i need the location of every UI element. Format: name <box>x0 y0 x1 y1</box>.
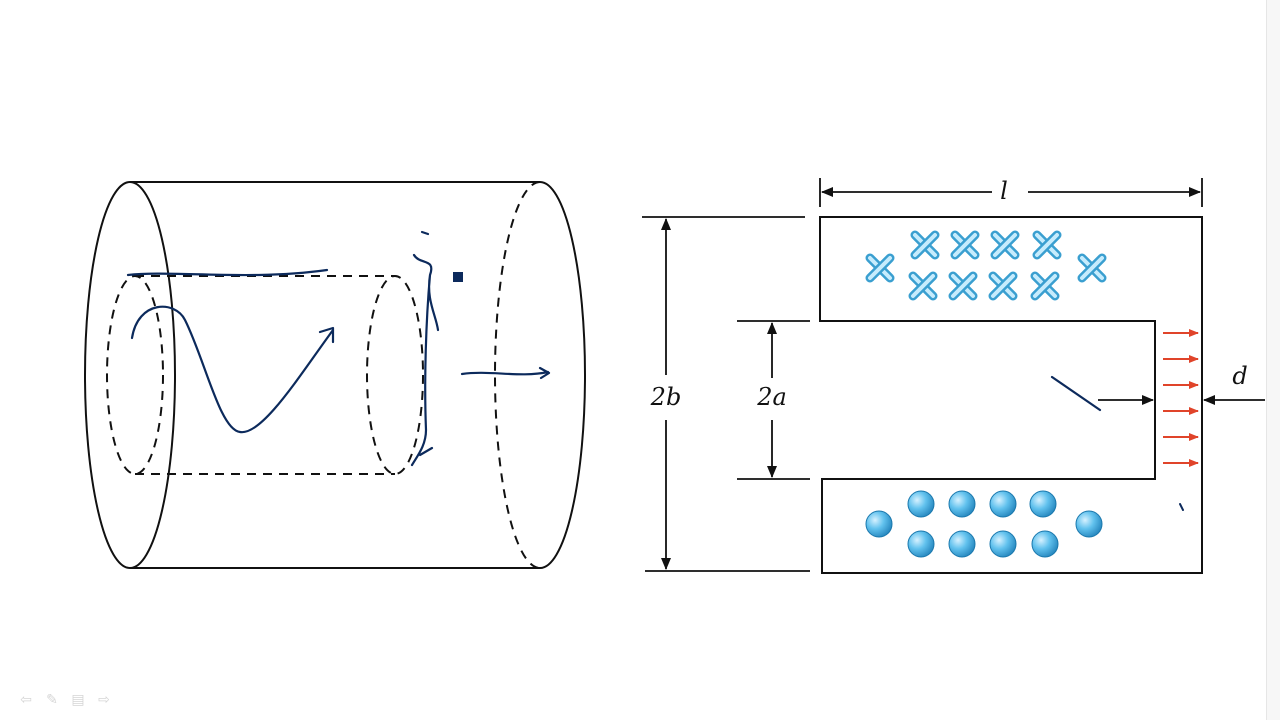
pen-square-marker <box>453 272 463 282</box>
label-l: l <box>1000 177 1008 205</box>
dot-symbol <box>1029 490 1057 518</box>
inner-cylinder <box>106 275 424 475</box>
pen-icon[interactable]: ✎ <box>46 692 58 708</box>
outer-cylinder-front <box>84 181 176 569</box>
cross-symbol <box>865 253 895 283</box>
cross-section-figure: l 2b 2a d <box>642 177 1265 574</box>
dimension-2b <box>642 216 810 572</box>
arrow-right-icon[interactable]: ⇨ <box>98 692 110 708</box>
arrow-left-icon[interactable]: ⇦ <box>20 692 32 708</box>
label-d: d <box>1232 362 1247 390</box>
cross-symbol <box>908 271 938 301</box>
current-out-dots <box>865 490 1103 558</box>
dot-symbol <box>1031 530 1059 558</box>
dot-symbol <box>907 490 935 518</box>
pen-scribble-vertical <box>410 253 440 467</box>
field-arrows <box>1163 329 1199 467</box>
dot-symbol <box>907 530 935 558</box>
current-in-crosses <box>865 230 1107 301</box>
dot-symbol <box>989 490 1017 518</box>
dot-symbol <box>1075 510 1103 538</box>
pen-tick <box>420 230 430 236</box>
label-2a: 2a <box>756 383 787 411</box>
menu-icon[interactable]: ▤ <box>71 692 85 708</box>
cross-symbol <box>950 230 980 260</box>
window-edge <box>1266 0 1280 720</box>
u-shape-outline <box>819 216 1203 574</box>
dot-symbol <box>948 530 976 558</box>
dimension-2a <box>737 320 810 480</box>
cylinder-figure <box>84 181 586 569</box>
slide-toolbar: ⇦ ✎ ▤ ⇨ <box>18 692 112 708</box>
cross-symbol <box>910 230 940 260</box>
pen-annotations <box>126 230 551 467</box>
cross-symbol <box>948 271 978 301</box>
dot-symbol <box>865 510 893 538</box>
pen-slash <box>1050 375 1102 412</box>
dot-symbol <box>989 530 1017 558</box>
label-2b: 2b <box>650 383 682 411</box>
pen-line-top <box>126 268 329 277</box>
cross-symbol <box>988 271 1018 301</box>
pen-arrow-right <box>460 366 551 380</box>
dimension-l <box>819 178 1203 207</box>
cross-symbol <box>1032 230 1062 260</box>
cross-symbol <box>990 230 1020 260</box>
pen-dot <box>1179 503 1184 511</box>
cross-symbol <box>1077 253 1107 283</box>
pen-curve-v <box>130 305 335 434</box>
dot-symbol <box>948 490 976 518</box>
cross-symbol <box>1030 271 1060 301</box>
outer-cylinder-back-visible <box>539 181 586 569</box>
outer-cylinder-back-hidden <box>494 181 541 569</box>
